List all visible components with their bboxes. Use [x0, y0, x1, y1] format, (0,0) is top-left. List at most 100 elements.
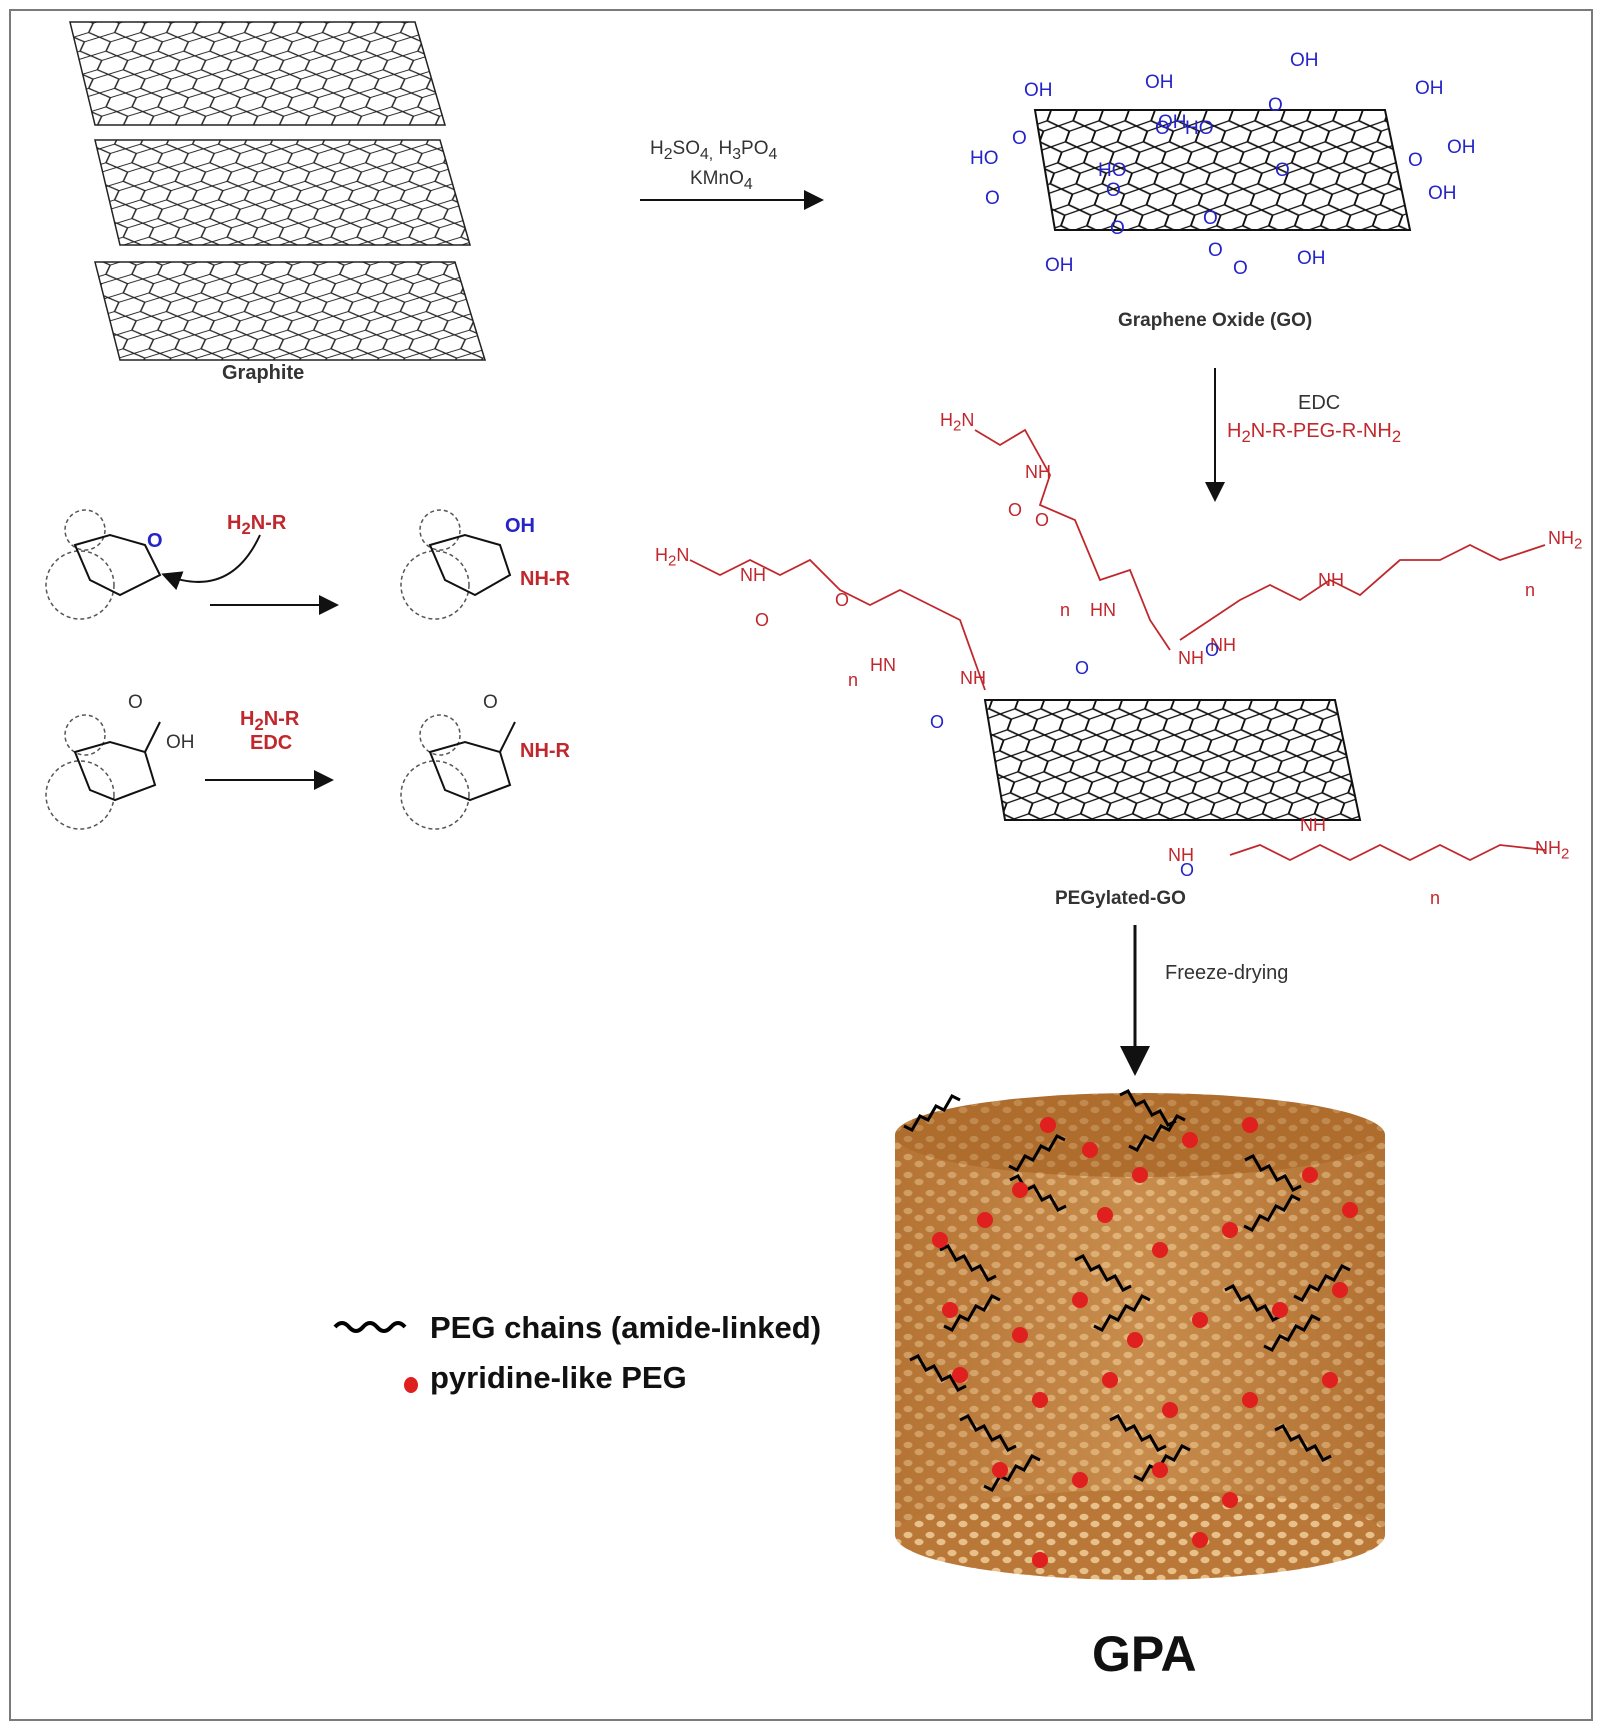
graphene-oxide-structure	[1033, 109, 1412, 231]
peg-label: O	[1008, 500, 1023, 520]
gpa-dot	[1242, 1117, 1258, 1133]
peg-label: O	[1035, 510, 1050, 530]
go-group-label: O	[1233, 258, 1248, 279]
gpa-dot	[1012, 1327, 1028, 1343]
gpa-chain	[1293, 1264, 1351, 1302]
go-label: Graphene Oxide (GO)	[1118, 310, 1313, 331]
go-group-label: O	[1275, 160, 1290, 181]
gpa-dot	[1222, 1222, 1238, 1238]
gpa-dot	[1182, 1132, 1198, 1148]
peg-label: O	[1075, 658, 1090, 678]
gpa-chain	[983, 1454, 1041, 1492]
gpa-chain	[939, 1244, 997, 1282]
go-group-label: OH	[1447, 137, 1476, 158]
gpa-chain	[1009, 1174, 1067, 1212]
gpa-chain	[943, 1294, 1001, 1332]
go-group-label: O	[1408, 150, 1423, 171]
gpa-dot	[1152, 1462, 1168, 1478]
gpa-dot	[1322, 1372, 1338, 1388]
gpa-dot	[1132, 1167, 1148, 1183]
gpa-dot	[1082, 1142, 1098, 1158]
gpa-dot	[1222, 1492, 1238, 1508]
go-group-label: O	[1208, 240, 1223, 261]
go-group-label: OH	[1024, 80, 1053, 101]
pegylated-go-structure	[689, 428, 1546, 862]
peg-label: H2N	[940, 410, 975, 435]
gpa-dot	[1072, 1472, 1088, 1488]
gpa-dot	[1152, 1242, 1168, 1258]
gpa-dot	[1072, 1292, 1088, 1308]
reagent-peg: H2N-R-PEG-R-NH2	[1227, 420, 1402, 446]
go-group-label: OH	[1145, 72, 1174, 93]
gpa-chain	[1274, 1424, 1332, 1462]
gpa-dot	[1032, 1552, 1048, 1568]
legend-pyridine: pyridine-like PEG	[430, 1360, 687, 1395]
gpa-chain	[1224, 1284, 1282, 1322]
inset-r2-edc: EDC	[250, 732, 293, 754]
gpa-chain	[1119, 1089, 1177, 1127]
peg-label: NH	[1300, 815, 1326, 835]
inset-r2-oh: OH	[166, 732, 195, 753]
peg-label: NH2	[1548, 528, 1583, 553]
peg-label: HN	[870, 655, 896, 675]
gpa-pyridine-dots	[932, 1117, 1358, 1568]
gpa-chain	[1074, 1254, 1132, 1292]
gpa-dot	[1097, 1207, 1113, 1223]
go-group-label: O	[1203, 208, 1218, 229]
gpa-dot	[1332, 1282, 1348, 1298]
peg-label: H2N	[655, 545, 690, 570]
inset-r2-o: O	[128, 692, 143, 713]
peg-label: NH	[1178, 648, 1204, 668]
gpa-dot	[1342, 1202, 1358, 1218]
peg-label: O	[1180, 860, 1195, 880]
gpa-dot	[1102, 1372, 1118, 1388]
gpa-dot	[1272, 1302, 1288, 1318]
graphite-structure	[69, 21, 487, 361]
go-group-label: OH	[1158, 112, 1187, 133]
figure-frame	[9, 9, 1593, 1721]
reagent-kmno4: KMnO4	[690, 168, 753, 193]
peg-label: O	[930, 712, 945, 732]
gpa-dot	[1302, 1167, 1318, 1183]
peg-label: NH	[1025, 462, 1051, 482]
go-group-label: OH	[1297, 248, 1326, 269]
gpa-peg-chains	[903, 1089, 1351, 1492]
peg-label: n	[1430, 888, 1441, 908]
gpa-dot	[1127, 1332, 1143, 1348]
gpa-dot	[932, 1232, 948, 1248]
inset-r2-nhr: NH-R	[520, 740, 570, 762]
go-group-label: HO	[970, 148, 999, 169]
go-group-label: O	[1012, 128, 1027, 149]
peg-label: NH	[1318, 570, 1344, 590]
inset-r1-oh: OH	[505, 515, 535, 537]
peg-label: NH	[1210, 635, 1236, 655]
go-group-label: O	[1110, 218, 1125, 239]
inset-r1-nhr: NH-R	[520, 568, 570, 590]
gpa-dot	[1040, 1117, 1056, 1133]
gpa-dot	[1192, 1312, 1208, 1328]
inset-mechanisms	[45, 509, 516, 830]
gpa-dot	[942, 1302, 958, 1318]
go-group-label: O	[1155, 118, 1170, 139]
gpa-chain	[1008, 1134, 1066, 1172]
gpa-label: GPA	[1092, 1626, 1197, 1682]
peg-label: NH	[740, 565, 766, 585]
gpa-chain	[903, 1094, 961, 1132]
go-group-label: OH	[1415, 78, 1444, 99]
gpa-dot	[977, 1212, 993, 1228]
go-group-label: OH	[1290, 50, 1319, 71]
gpa-dot	[1032, 1392, 1048, 1408]
gpa-dot	[992, 1462, 1008, 1478]
gpa-chain	[1243, 1194, 1301, 1232]
inset-r2-o2: O	[483, 692, 498, 713]
legend-peg-chains: PEG chains (amide-linked)	[430, 1310, 822, 1345]
go-group-label: OH	[1428, 183, 1457, 204]
gpa-dot	[952, 1367, 968, 1383]
gpa-dot	[1242, 1392, 1258, 1408]
gpa-chain	[1128, 1114, 1186, 1152]
go-group-label: HO	[1185, 118, 1214, 139]
peg-label: NH	[960, 668, 986, 688]
inset-r1-reagent: H2N-R	[227, 512, 287, 538]
go-group-label: O	[1106, 180, 1121, 201]
